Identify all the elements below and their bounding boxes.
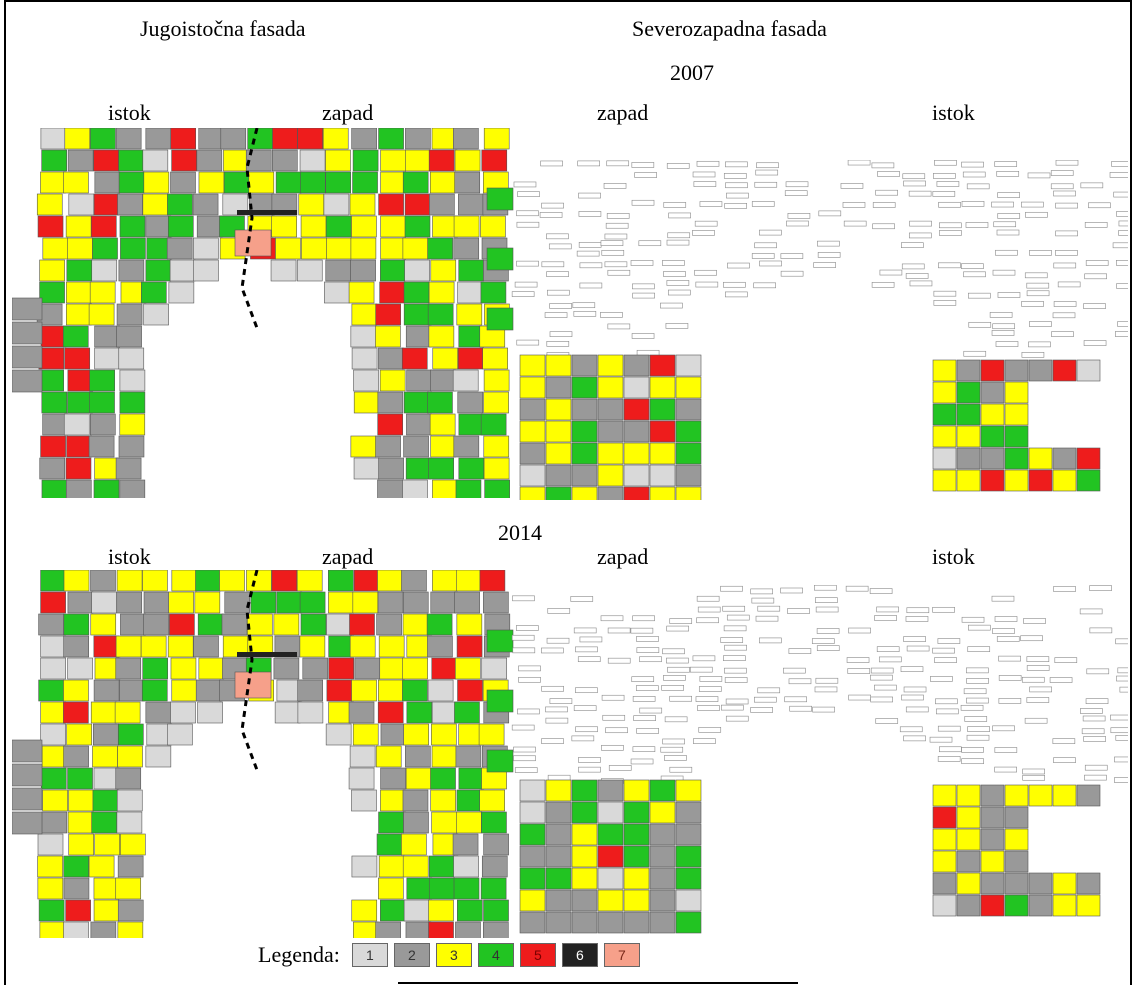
year-2014-label: 2014 [498, 520, 542, 545]
row1-se-right-label: zapad [322, 100, 374, 125]
legend-swatch-7: 7 [603, 943, 640, 967]
row2-nw-right-label: istok [932, 544, 975, 569]
northwest-facade-drawing-2007 [511, 160, 1128, 500]
row1-se-left-label: istok [108, 100, 151, 125]
northwest-facade-title: Severozapadna fasada [632, 16, 827, 41]
northwest-facade-map-2007 [510, 160, 1128, 500]
northwest-facade-drawing-2014 [511, 585, 1128, 934]
legend-swatch-4: 4 [477, 943, 514, 967]
legend-swatch-1: 1 [351, 943, 388, 967]
row1-nw-left-label: zapad [597, 100, 649, 125]
southeast-facade-drawing-2007 [12, 128, 514, 498]
figure-frame [4, 0, 1132, 985]
bottom-rule [398, 982, 798, 984]
year-2007-label: 2007 [670, 60, 714, 85]
southeast-facade-map-2014 [12, 570, 517, 938]
legend-swatch-2: 2 [393, 943, 430, 967]
legend-swatch-3: 3 [435, 943, 472, 967]
legend-swatch-6: 6 [561, 943, 598, 967]
northwest-facade-map-2014 [510, 585, 1128, 935]
row2-se-left-label: istok [108, 544, 151, 569]
row2-nw-left-label: zapad [597, 544, 649, 569]
row2-se-right-label: zapad [322, 544, 374, 569]
legend-swatch-5: 5 [519, 943, 556, 967]
southeast-facade-title: Jugoistočna fasada [140, 16, 306, 41]
row1-nw-right-label: istok [932, 100, 975, 125]
legend: Legenda: 1 2 3 4 5 6 7 [258, 940, 646, 970]
southeast-facade-drawing-2014 [12, 570, 514, 938]
legend-title: Legenda: [258, 942, 340, 967]
southeast-facade-map-2007 [12, 128, 517, 498]
